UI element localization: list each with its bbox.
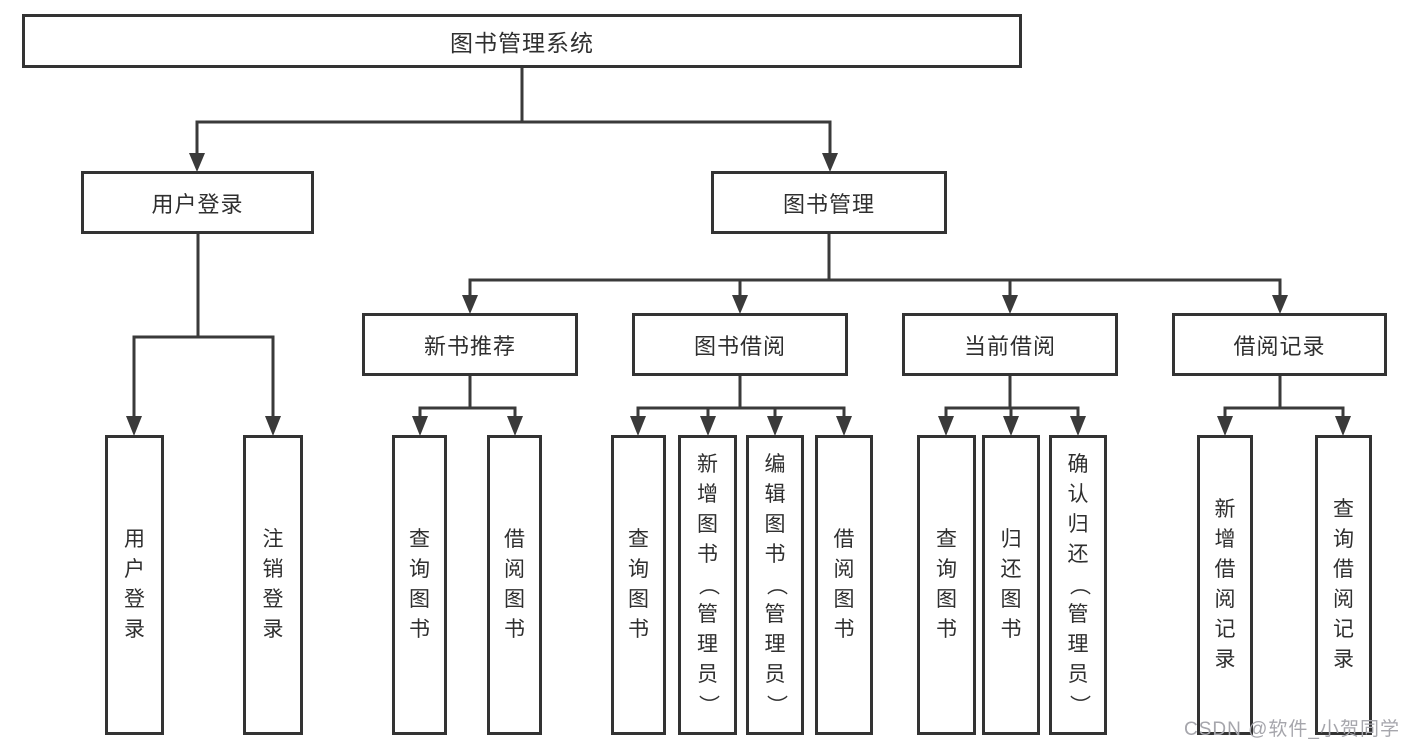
leaf-confirm-return-admin: 确认归还（管理员） <box>1049 435 1107 735</box>
node-new-book-recommend-label: 新书推荐 <box>423 333 516 359</box>
leaf-add-book-admin: 新增图书（管理员） <box>678 435 737 735</box>
leaf-borrow-books-recommend: 借阅图书 <box>487 435 542 735</box>
leaf-return-books: 归还图书 <box>982 435 1040 735</box>
leaf-query-books-recommend: 查询图书 <box>392 435 447 735</box>
node-current-borrow: 当前借阅 <box>902 313 1118 376</box>
leaf-query-borrow-record-label: 查询借阅记录 <box>1333 498 1354 671</box>
leaf-query-books-borrow: 查询图书 <box>611 435 666 735</box>
leaf-logout-login-label: 注销登录 <box>262 528 284 641</box>
leaf-logout-login: 注销登录 <box>243 435 303 735</box>
leaf-user-login: 用户登录 <box>105 435 164 735</box>
leaf-add-borrow-record-label: 新增借阅记录 <box>1214 498 1236 671</box>
leaf-borrow-books-recommend-label: 借阅图书 <box>504 528 525 641</box>
leaf-query-borrow-record: 查询借阅记录 <box>1315 435 1372 735</box>
leaf-user-login-label: 用户登录 <box>124 528 145 641</box>
root-node-label: 图书管理系统 <box>450 30 594 56</box>
root-node: 图书管理系统 <box>22 14 1022 68</box>
leaf-query-books-current-label: 查询图书 <box>936 528 957 641</box>
node-new-book-recommend: 新书推荐 <box>362 313 578 376</box>
leaf-add-book-admin-label: 新增图书（管理员） <box>696 453 720 716</box>
node-borrow-records-label: 借阅记录 <box>1233 333 1326 359</box>
leaf-edit-book-admin: 编辑图书（管理员） <box>746 435 804 735</box>
node-book-mgmt-label: 图书管理 <box>782 191 875 217</box>
leaf-return-books-label: 归还图书 <box>1000 528 1022 641</box>
leaf-borrow-books: 借阅图书 <box>815 435 873 735</box>
leaf-add-borrow-record: 新增借阅记录 <box>1197 435 1253 735</box>
leaf-query-books-recommend-label: 查询图书 <box>409 528 430 641</box>
leaf-borrow-books-label: 借阅图书 <box>833 528 855 641</box>
leaf-query-books-current: 查询图书 <box>917 435 976 735</box>
node-user-login: 用户登录 <box>81 171 314 234</box>
leaf-edit-book-admin-label: 编辑图书（管理员） <box>764 453 787 716</box>
watermark: CSDN @软件_小贺同学 <box>1184 719 1400 740</box>
node-book-borrow: 图书借阅 <box>632 313 848 376</box>
node-book-borrow-label: 图书借阅 <box>693 333 786 359</box>
node-current-borrow-label: 当前借阅 <box>963 333 1056 359</box>
node-user-login-label: 用户登录 <box>151 191 244 217</box>
node-borrow-records: 借阅记录 <box>1172 313 1387 376</box>
leaf-query-books-borrow-label: 查询图书 <box>628 528 649 641</box>
leaf-confirm-return-admin-label: 确认归还（管理员） <box>1067 453 1090 716</box>
node-book-mgmt: 图书管理 <box>711 171 947 234</box>
